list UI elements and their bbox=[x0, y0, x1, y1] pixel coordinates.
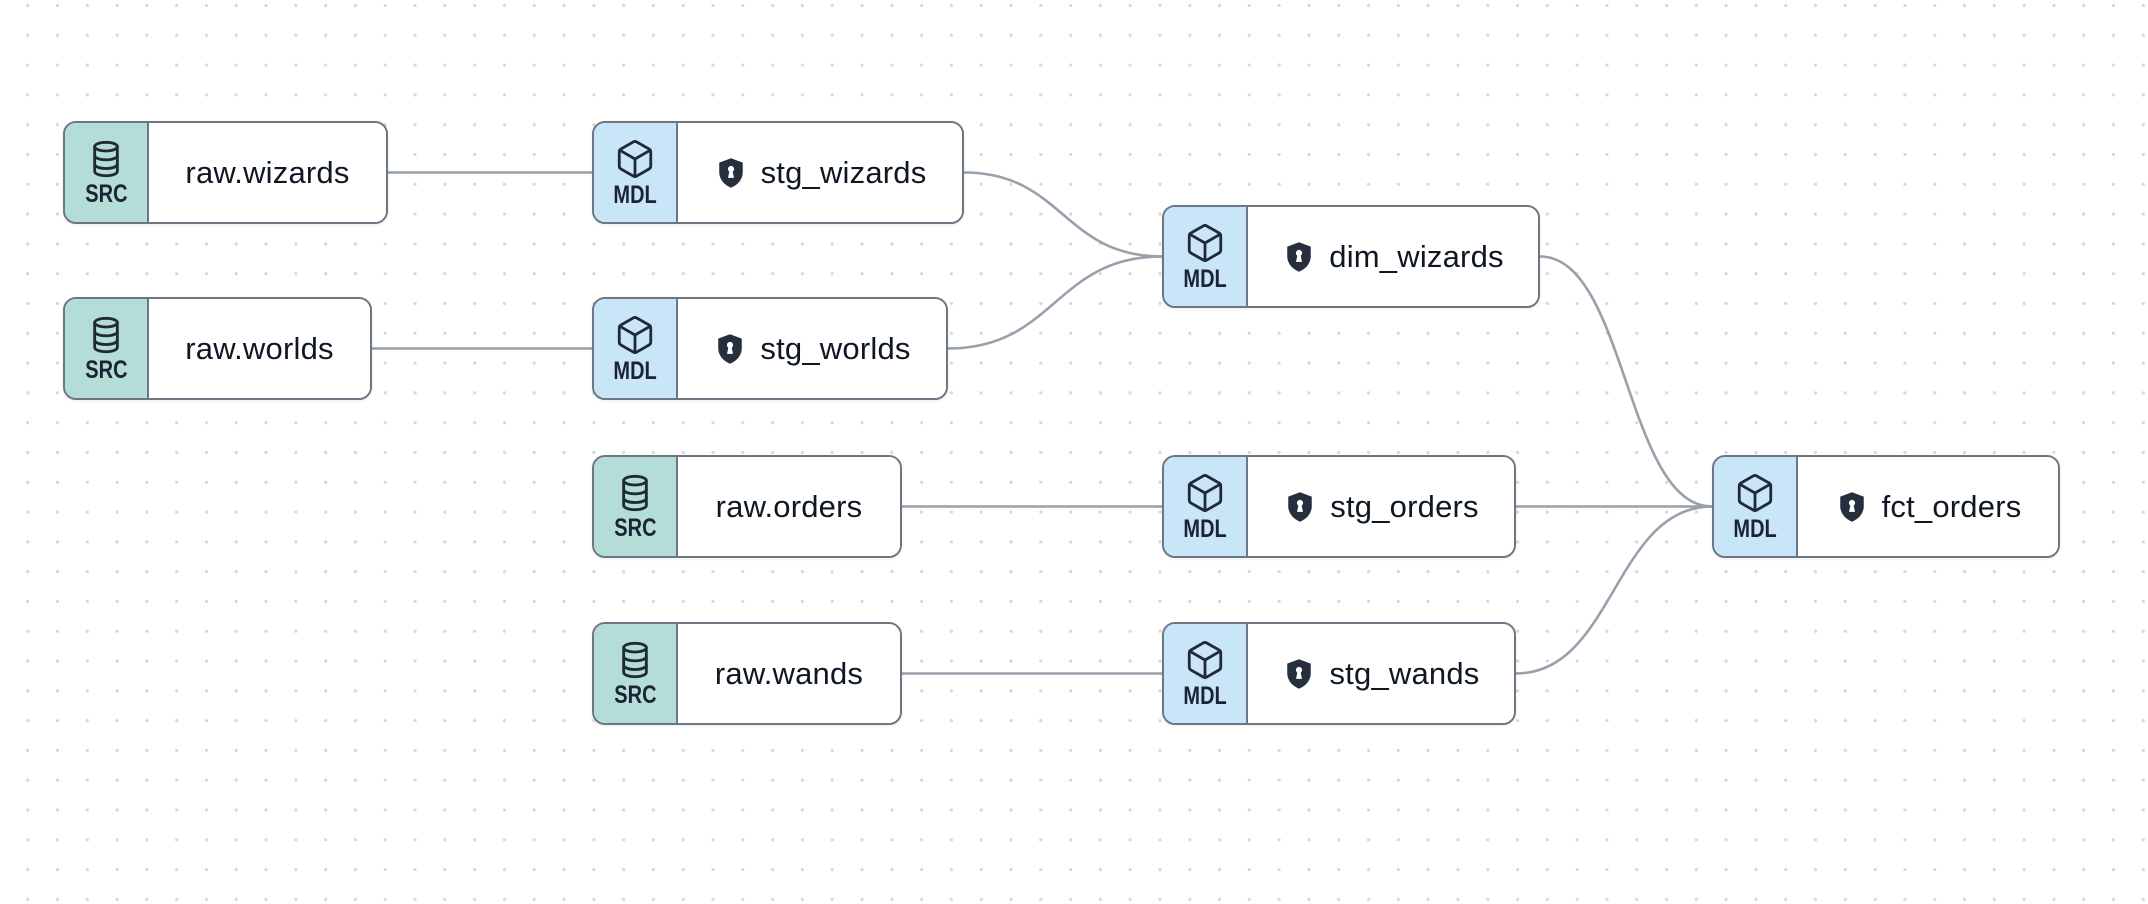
source-type-badge: SRC bbox=[594, 457, 678, 556]
node-label: stg_orders bbox=[1330, 488, 1479, 524]
node-label-section: fct_orders bbox=[1798, 457, 2058, 556]
shield-lock-icon bbox=[1282, 656, 1316, 692]
node-kind-label: MDL bbox=[613, 180, 657, 209]
database-icon bbox=[93, 316, 119, 353]
shield-lock-icon bbox=[713, 331, 747, 367]
node-stg-wizards[interactable]: MDL stg_wizards bbox=[592, 121, 964, 224]
shield-lock-icon bbox=[1282, 239, 1316, 275]
source-type-badge: SRC bbox=[65, 299, 149, 398]
cube-icon bbox=[1187, 223, 1223, 262]
edge-stg-wands-to-fct-orders bbox=[1514, 505, 1714, 675]
node-raw-orders[interactable]: SRC raw.orders bbox=[592, 455, 902, 558]
node-label-section: dim_wizards bbox=[1248, 207, 1538, 306]
node-label: stg_wands bbox=[1329, 655, 1480, 691]
node-stg-worlds[interactable]: MDL stg_worlds bbox=[592, 297, 948, 400]
node-stg-wands[interactable]: MDL stg_wands bbox=[1162, 622, 1516, 725]
model-type-badge: MDL bbox=[1714, 457, 1798, 556]
source-type-badge: SRC bbox=[594, 624, 678, 723]
database-icon bbox=[622, 474, 648, 511]
node-kind-label: SRC bbox=[613, 680, 657, 709]
node-raw-wands[interactable]: SRC raw.wands bbox=[592, 622, 902, 725]
node-kind-label: MDL bbox=[1183, 681, 1227, 710]
node-label-section: raw.orders bbox=[678, 457, 900, 556]
node-kind-label: SRC bbox=[613, 513, 657, 542]
node-raw-worlds[interactable]: SRC raw.worlds bbox=[63, 297, 372, 400]
cube-icon bbox=[1737, 473, 1773, 512]
node-label: fct_orders bbox=[1881, 488, 2022, 524]
cube-icon bbox=[1187, 640, 1223, 679]
edge-dim-wizards-to-fct-orders bbox=[1538, 255, 1714, 508]
database-icon bbox=[93, 140, 119, 177]
node-kind-label: SRC bbox=[84, 179, 128, 208]
cube-icon bbox=[617, 315, 653, 354]
node-kind-label: MDL bbox=[1183, 264, 1227, 293]
node-dim-wizards[interactable]: MDL dim_wizards bbox=[1162, 205, 1540, 308]
source-type-badge: SRC bbox=[65, 123, 149, 222]
node-raw-wizards[interactable]: SRC raw.wizards bbox=[63, 121, 388, 224]
node-kind-label: MDL bbox=[1183, 514, 1227, 543]
node-label: raw.wizards bbox=[185, 154, 350, 190]
shield-lock-icon bbox=[1283, 489, 1317, 525]
node-kind-label: MDL bbox=[613, 356, 657, 385]
node-label-section: stg_wizards bbox=[678, 123, 962, 222]
node-label: raw.worlds bbox=[185, 330, 334, 366]
node-label: dim_wizards bbox=[1329, 238, 1504, 274]
model-type-badge: MDL bbox=[1164, 207, 1248, 306]
model-type-badge: MDL bbox=[594, 299, 678, 398]
model-type-badge: MDL bbox=[594, 123, 678, 222]
node-label-section: stg_orders bbox=[1248, 457, 1514, 556]
node-label: raw.orders bbox=[715, 488, 863, 524]
shield-lock-icon bbox=[1835, 489, 1869, 525]
node-stg-orders[interactable]: MDL stg_orders bbox=[1162, 455, 1516, 558]
node-label: stg_worlds bbox=[760, 330, 911, 366]
node-label-section: stg_wands bbox=[1248, 624, 1514, 723]
node-kind-label: MDL bbox=[1733, 514, 1777, 543]
node-label-section: raw.worlds bbox=[149, 299, 370, 398]
database-icon bbox=[622, 641, 648, 678]
node-label-section: raw.wizards bbox=[149, 123, 386, 222]
cube-icon bbox=[617, 139, 653, 178]
edge-stg-worlds-to-dim-wizards bbox=[946, 255, 1164, 350]
model-type-badge: MDL bbox=[1164, 457, 1248, 556]
node-label-section: raw.wands bbox=[678, 624, 900, 723]
node-kind-label: SRC bbox=[84, 355, 128, 384]
cube-icon bbox=[1187, 473, 1223, 512]
node-fct-orders[interactable]: MDL fct_orders bbox=[1712, 455, 2060, 558]
node-label: raw.wands bbox=[714, 655, 864, 691]
shield-lock-icon bbox=[714, 155, 748, 191]
edge-stg-wizards-to-dim-wizards bbox=[962, 171, 1164, 258]
node-label: stg_wizards bbox=[760, 154, 927, 190]
model-type-badge: MDL bbox=[1164, 624, 1248, 723]
node-label-section: stg_worlds bbox=[678, 299, 946, 398]
